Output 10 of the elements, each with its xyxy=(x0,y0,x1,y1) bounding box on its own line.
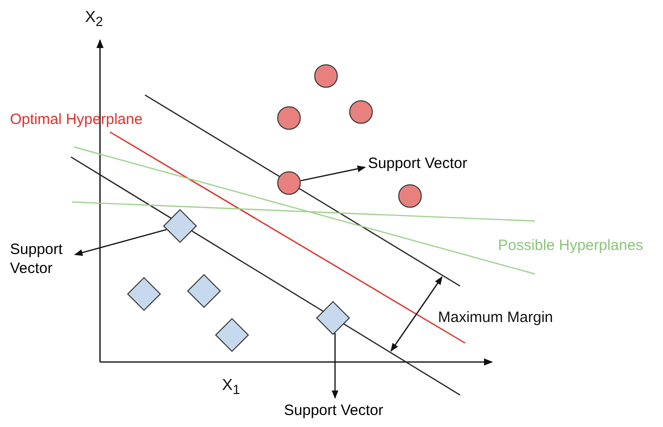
node-label: Support Vector xyxy=(284,401,384,420)
node-label: Support Vector xyxy=(10,240,64,278)
leader-arrow xyxy=(74,229,167,256)
axis-label: X$_{1}$ xyxy=(222,376,240,400)
node-label: Support Vector xyxy=(368,154,468,173)
hyperplane-label: Possible Hyperplanes xyxy=(498,236,644,255)
axis-label: X$_{2}$ xyxy=(85,8,104,32)
margin-label: Maximum Margin xyxy=(438,308,554,327)
leader-arrow xyxy=(332,332,338,399)
leader-arrow xyxy=(300,166,366,182)
